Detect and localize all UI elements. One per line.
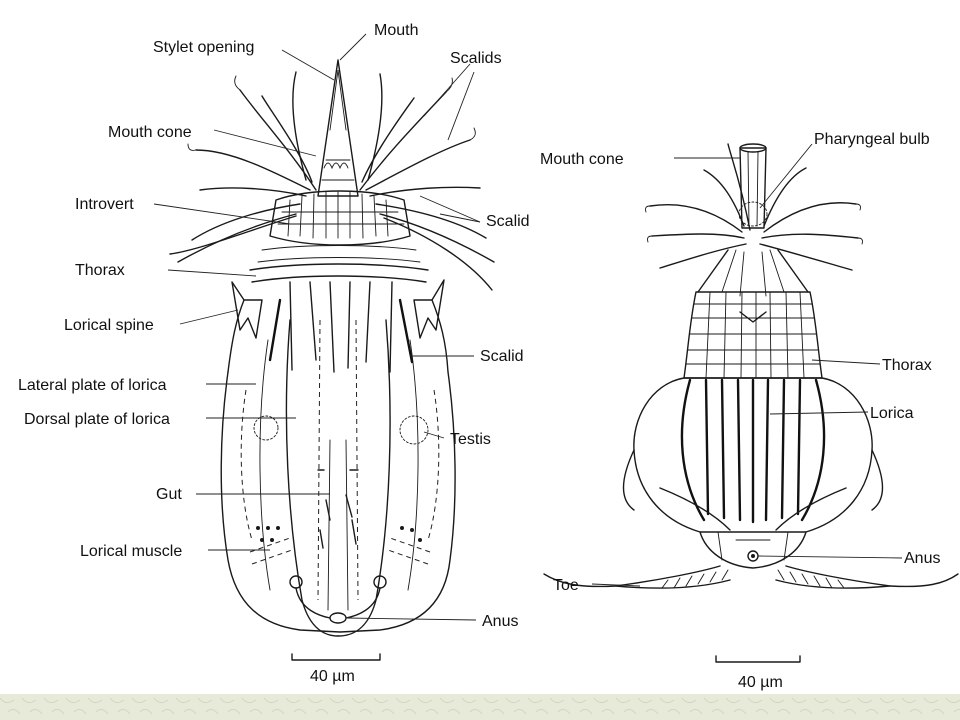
label-anus-right: Anus: [904, 550, 940, 567]
label-mouth-cone: Mouth cone: [108, 124, 192, 141]
label-thorax-left: Thorax: [75, 262, 125, 279]
left-labels: Mouth Stylet opening Scalids Mouth cone …: [18, 22, 530, 685]
label-lateral-plate: Lateral plate of lorica: [18, 377, 167, 394]
label-mouth: Mouth: [374, 22, 418, 39]
left-specimen-drawing: [169, 59, 495, 637]
right-leader-lines: [591, 143, 903, 587]
label-lorica: Lorica: [870, 405, 914, 422]
right-scale-bar-label: 40 µm: [738, 674, 783, 691]
toe-right: [775, 565, 959, 589]
label-scalids: Scalids: [450, 50, 502, 67]
left-leader-lines: [153, 33, 481, 621]
label-testis: Testis: [450, 431, 491, 448]
scalid-crown-right: [359, 73, 495, 291]
label-lorical-muscle: Lorical muscle: [80, 543, 182, 560]
label-gut: Gut: [156, 486, 182, 503]
label-thorax-right: Thorax: [882, 357, 932, 374]
footer-band: [0, 694, 960, 720]
label-scalid-lower: Scalid: [480, 348, 524, 365]
label-scalid-upper: Scalid: [486, 213, 530, 230]
right-labels: Mouth cone Pharyngeal bulb Thorax Lorica…: [540, 131, 940, 691]
left-scale-bar-label: 40 µm: [310, 668, 355, 685]
label-stylet-opening: Stylet opening: [153, 39, 254, 56]
right-specimen-drawing: [543, 143, 959, 589]
label-lorical-spine: Lorical spine: [64, 317, 154, 334]
right-scale-bar: [715, 655, 801, 663]
lorica-plates: [680, 378, 826, 524]
label-anus-left: Anus: [482, 613, 518, 630]
label-pharyngeal-bulb: Pharyngeal bulb: [814, 131, 930, 148]
label-mouth-cone-right: Mouth cone: [540, 151, 624, 168]
scalid-crown-left: [169, 71, 317, 263]
label-dorsal-plate: Dorsal plate of lorica: [24, 411, 170, 428]
label-introvert: Introvert: [75, 196, 134, 213]
toe-left: [543, 565, 731, 589]
label-toe: Toe: [553, 577, 579, 594]
left-scale-bar: [291, 653, 381, 661]
lorical-muscle-marks: [256, 526, 422, 542]
